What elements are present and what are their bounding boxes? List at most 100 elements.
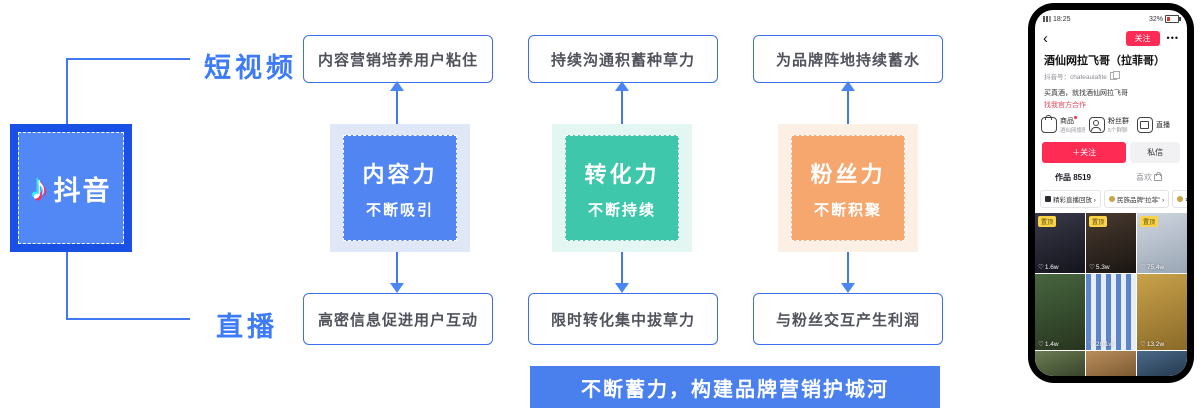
video-thumbnail[interactable] (1137, 351, 1187, 376)
heart-icon: ♡ (1140, 264, 1146, 271)
video-thumbnail[interactable]: 置顶 ♡75.4w (1137, 213, 1187, 273)
arrow-down-1 (390, 252, 404, 293)
chip-label: 民族品牌“拉菲” › (1116, 197, 1165, 204)
shop-bag-icon (1041, 115, 1057, 133)
collection-chips: 精彩直播回放 › 民族品牌“拉菲” › 中 (1035, 187, 1187, 213)
video-thumbnail[interactable]: 置顶 ♡5.3w (1086, 213, 1136, 273)
core-title: 粉丝力 (810, 161, 886, 187)
camera-icon (1045, 196, 1051, 202)
video-thumbnail[interactable]: ♡1.4w (1035, 274, 1085, 350)
douyin-inner-box: ♪ 抖音 (18, 132, 124, 244)
service-label: 直播 (1156, 122, 1170, 129)
chip-live-replay[interactable]: 精彩直播回放 › (1040, 190, 1101, 208)
core-subtitle: 不断积聚 (813, 201, 882, 219)
lock-icon (1154, 172, 1162, 181)
douyin-label: 抖音 (53, 175, 112, 206)
tab-likes-label: 喜欢 (1136, 173, 1152, 182)
core-box-content-power: 内容力 不断吸引 (330, 124, 470, 252)
arrow-down-2 (615, 252, 629, 293)
video-thumbnail[interactable]: ♡28.1w (1086, 274, 1136, 350)
arrow-down-3 (841, 252, 855, 293)
top-box-content: 内容营销培养用户粘住 (303, 35, 493, 83)
phone-mockup: 18:25 32% ‹ 关注 ••• 酒仙网拉飞哥（拉菲哥） 抖音号：chate… (1028, 3, 1194, 383)
profile-coop-link[interactable]: 找我官方合作 (1044, 102, 1086, 109)
core-box-conversion-power: 转化力 不断持续 (552, 124, 692, 252)
service-live[interactable]: 直播 (1137, 116, 1181, 134)
label-live-stream: 直播 (216, 312, 278, 342)
notification-dot (1074, 116, 1077, 119)
arrow-up-3 (841, 81, 855, 124)
service-label: 商品 (1060, 118, 1074, 125)
bottom-box-interaction: 高密信息促进用户互动 (303, 293, 493, 345)
core-subtitle: 不断吸引 (365, 201, 434, 219)
profile-nav: ‹ 关注 ••• (1035, 26, 1187, 50)
connector-bottom-horizontal (66, 318, 190, 320)
core-subtitle: 不断持续 (587, 201, 656, 219)
service-fan-group[interactable]: 粉丝群 5个群聊 (1089, 116, 1133, 134)
heart-icon: ♡ (1038, 341, 1044, 348)
like-count: 13.2w (1146, 340, 1165, 348)
connector-top-horizontal (66, 58, 190, 60)
follow-top-button[interactable]: 关注 (1125, 30, 1160, 46)
arrow-up-1 (390, 81, 404, 124)
douyin-id-text: 抖音号：chateaulafite (1044, 74, 1107, 81)
live-tv-icon (1137, 117, 1153, 133)
status-time: 18:25 (1053, 15, 1071, 23)
copy-icon[interactable] (1109, 71, 1120, 80)
like-count: 28.1w (1095, 340, 1114, 348)
service-sub: 5个群聊 (1108, 128, 1128, 134)
chip-more[interactable]: 中 (1172, 190, 1187, 208)
action-buttons: ＋关注 私信 (1035, 138, 1187, 167)
tab-likes[interactable]: 喜欢 (1111, 172, 1187, 183)
phone-screen: 18:25 32% ‹ 关注 ••• 酒仙网拉飞哥（拉菲哥） 抖音号：chate… (1035, 10, 1187, 376)
core-inner: 内容力 不断吸引 (343, 135, 457, 241)
heart-icon: ♡ (1089, 341, 1095, 348)
profile-name: 酒仙网拉飞哥（拉菲哥） (1044, 55, 1165, 67)
heart-icon: ♡ (1089, 264, 1095, 271)
video-thumbnail[interactable] (1035, 351, 1085, 376)
bottom-box-conversion: 限时转化集中拔草力 (528, 293, 718, 345)
top-box-seeding: 持续沟通积蓄种草力 (528, 35, 718, 83)
tab-works[interactable]: 作品 8519 (1054, 173, 1092, 182)
status-bar: 18:25 32% (1035, 10, 1187, 26)
video-thumbnail[interactable] (1086, 351, 1136, 376)
service-shop[interactable]: 商品 酒仙网旗舰店 (1041, 115, 1085, 134)
chip-label: 中 (1185, 194, 1187, 204)
video-thumbnail[interactable]: 置顶 ♡1.6w (1035, 213, 1085, 273)
label-short-video: 短视频 (204, 53, 297, 83)
core-inner: 转化力 不断持续 (565, 135, 679, 241)
chip-brand[interactable]: 民族品牌“拉菲” › (1103, 190, 1170, 208)
douyin-source-box: ♪ 抖音 (10, 124, 132, 252)
heart-icon: ♡ (1038, 264, 1044, 271)
profile-bio: 买真酒，就找酒仙网拉飞哥 (1044, 90, 1128, 97)
battery-icon (1165, 15, 1181, 23)
core-inner: 粉丝力 不断积聚 (791, 135, 905, 241)
signal-icon (1043, 16, 1051, 22)
battery-percent: 32% (1148, 15, 1163, 23)
video-thumbnail[interactable]: ♡13.2w (1137, 274, 1187, 350)
services-row: 商品 酒仙网旗舰店 粉丝群 5个群聊 直播 (1035, 110, 1187, 138)
message-button[interactable]: 私信 (1130, 142, 1180, 163)
core-title: 内容力 (362, 161, 438, 187)
top-box-brand-water: 为品牌阵地持续蓄水 (753, 35, 943, 83)
connector-top-vertical (66, 58, 68, 125)
service-sub: 酒仙网旗舰店 (1060, 128, 1085, 134)
video-grid: 置顶 ♡1.6w 置顶 ♡5.3w 置顶 ♡75.4w ♡1.4w ♡28.1w (1035, 213, 1187, 376)
like-count: 75.4w (1146, 263, 1165, 271)
more-icon[interactable]: ••• (1166, 33, 1179, 43)
bottom-box-profit: 与粉丝交互产生利润 (753, 293, 943, 345)
back-icon[interactable]: ‹ (1043, 29, 1048, 47)
arrow-up-2 (615, 81, 629, 124)
profile-tabs: 作品 8519 喜欢 (1035, 167, 1187, 187)
fan-group-icon (1089, 117, 1105, 133)
core-box-fans-power: 粉丝力 不断积聚 (778, 124, 918, 252)
pinned-badge: 置顶 (1089, 216, 1108, 227)
core-title: 转化力 (584, 161, 660, 187)
bottom-banner: 不断蓄力，构建品牌营销护城河 (530, 366, 940, 408)
follow-button[interactable]: ＋关注 (1042, 142, 1127, 163)
heart-icon: ♡ (1140, 341, 1146, 348)
connector-bottom-vertical (66, 252, 68, 320)
like-count: 5.3w (1095, 263, 1110, 271)
pinned-badge: 置顶 (1140, 216, 1159, 227)
